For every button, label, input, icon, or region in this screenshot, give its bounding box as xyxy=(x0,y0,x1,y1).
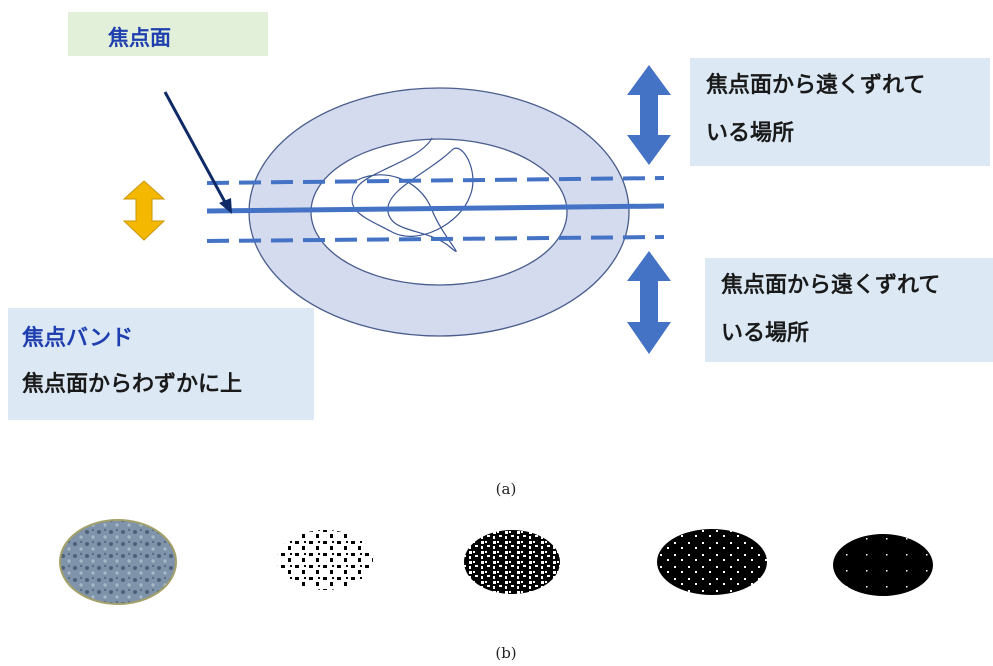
focal-plane-pointer-arrow xyxy=(163,91,232,214)
caption-a: (a) xyxy=(495,480,517,498)
far-bottom-double-arrow-icon xyxy=(627,251,671,354)
dense-binary-cell-icon xyxy=(657,529,767,595)
focal-band-description: 焦点面からわずかに上 xyxy=(22,372,243,397)
thread-curve xyxy=(351,137,474,253)
medium-binary-cell-icon xyxy=(464,530,560,594)
far-bottom-label-box: 焦点面から遠くずれて いる場所 xyxy=(705,258,993,362)
far-bottom-label-line2: いる場所 xyxy=(721,321,810,346)
sparse-binary-cell-icon xyxy=(277,530,373,590)
focal-band-lower-line xyxy=(206,235,665,243)
solid-binary-cell-icon xyxy=(833,534,933,596)
far-top-label-line2: いる場所 xyxy=(706,121,795,146)
caption-b: (b) xyxy=(495,644,517,662)
far-top-double-arrow-icon xyxy=(627,65,671,165)
far-top-label-line1: 焦点面から遠くずれて xyxy=(706,73,926,98)
panel-b-images xyxy=(59,519,933,605)
focal-plane-label: 焦点面 xyxy=(68,12,268,56)
focal-plane-line xyxy=(206,203,665,214)
focal-band-label-box: 焦点バンド 焦点面からわずかに上 xyxy=(8,308,314,420)
far-top-label-box: 焦点面から遠くずれて いる場所 xyxy=(690,58,990,166)
focal-band-title: 焦点バンド xyxy=(22,326,134,351)
far-bottom-label-line1: 焦点面から遠くずれて xyxy=(721,273,941,298)
colour-cell-icon xyxy=(59,519,177,605)
focal-band-upper-line xyxy=(206,176,665,185)
band-double-arrow-icon xyxy=(122,180,166,241)
focal-plane-label-text: 焦点面 xyxy=(108,26,171,50)
